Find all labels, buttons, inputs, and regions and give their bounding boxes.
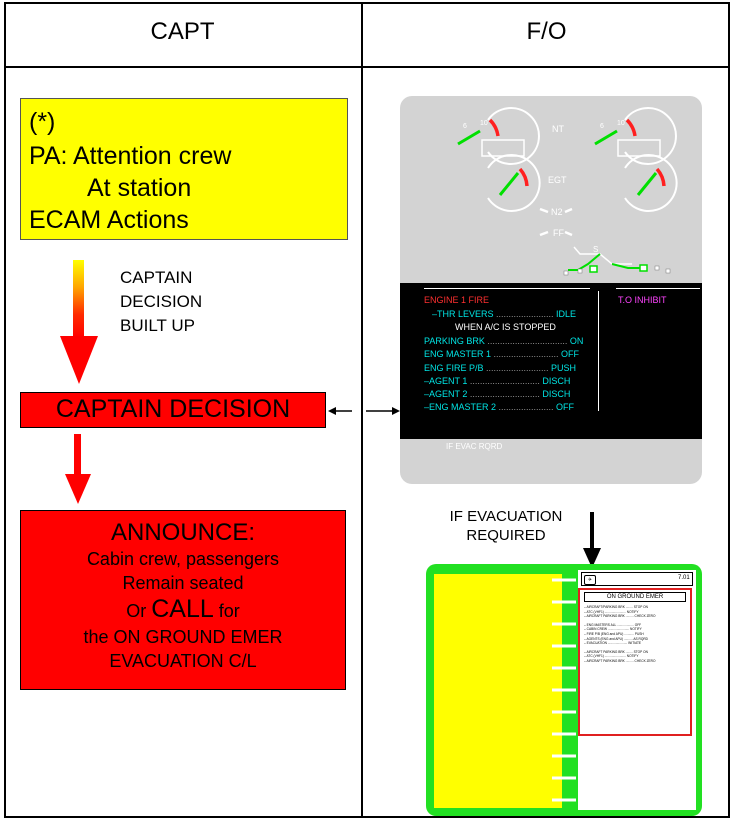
gauge-label-s: S <box>593 245 599 254</box>
memo-line-station: At station <box>87 174 192 202</box>
decision-buildup-note: CAPTAIN DECISION BUILT UP <box>120 266 202 338</box>
announce-or: Or <box>126 601 147 621</box>
qrh-checklist-title: ON GROUND EMER <box>584 592 686 602</box>
ecam-divider <box>598 291 599 411</box>
ecam-line-thr: –THR LEVERS ....................... IDLE <box>432 309 577 319</box>
capt-column-header: CAPT <box>150 18 215 45</box>
table-frame <box>4 2 730 818</box>
svg-text:6: 6 <box>600 123 604 130</box>
captain-decision-label: CAPTAIN DECISION <box>55 395 291 423</box>
memo-line-star: (*) <box>29 108 56 136</box>
qrh-page-ref: 7.01 <box>678 575 690 581</box>
decision-note-line3: BUILT UP <box>120 316 195 335</box>
qrh-logo-icon: ✈ <box>584 575 596 585</box>
memo-box: (*) PA: Attention crew At station ECAM A… <box>20 98 348 240</box>
link-double-arrow <box>328 407 400 415</box>
evacuation-arrow <box>583 512 601 568</box>
evacuation-note-line1: IF EVACUATION <box>449 508 563 525</box>
ecam-warning-display: ENGINE 1 FIRE T.O INHIBIT –THR LEVERS ..… <box>400 283 702 439</box>
ecam-footer-evac: IF EVAC RQRD <box>446 442 503 451</box>
qrh-rings <box>552 578 576 802</box>
ecam-line-when-stopped: WHEN A/C IS STOPPED <box>455 322 556 332</box>
gauge-label-egt: EGT <box>548 175 567 185</box>
ecam-warning-title: ENGINE 1 FIRE <box>424 295 490 305</box>
evacuation-note-line2: REQUIRED <box>466 527 546 544</box>
announce-call: CALL <box>151 595 214 623</box>
ecam-inhibit-memo: T.O INHIBIT <box>618 295 667 305</box>
announce-line1: Cabin crew, passengers <box>86 549 280 569</box>
qrh-checklist-items: – AIRCRAFT/PARKING BRK ........ STOP ON … <box>584 605 656 663</box>
announce-line5: EVACUATION C/L <box>109 651 257 671</box>
evacuation-note: IF EVACUATION REQUIRED <box>436 507 576 545</box>
announce-arrow <box>65 434 91 504</box>
header-divider <box>4 66 730 68</box>
announce-for: for <box>218 601 240 621</box>
captain-decision-box: CAPTAIN DECISION <box>20 392 326 428</box>
column-divider <box>361 2 363 818</box>
engine-gauges: 6 10 6 10 <box>457 107 678 276</box>
ecam-line-parking: PARKING BRK ............................… <box>424 336 584 346</box>
memo-line-pa: PA: Attention crew <box>29 142 232 170</box>
qrh-page-header: ✈ 7.01 <box>581 572 693 586</box>
ecam-line-master1: ENG MASTER 1 .......................... … <box>424 349 580 359</box>
announce-line2: Remain seated <box>122 573 244 593</box>
announce-line3: Or CALL for <box>21 595 345 625</box>
decision-buildup-arrow <box>60 260 98 384</box>
announce-line4: the ON GROUND EMER <box>83 627 283 647</box>
decision-note-line1: CAPTAIN <box>120 268 193 287</box>
svg-text:6: 6 <box>463 123 467 130</box>
gauge-label-ff: FF <box>553 228 564 238</box>
fo-column-header: F/O <box>526 18 567 45</box>
decision-note-line2: DECISION <box>120 292 203 311</box>
ecam-line-agent2: –AGENT 2 ............................ DI… <box>424 389 571 399</box>
memo-line-ecam: ECAM Actions <box>29 206 189 234</box>
announce-box: ANNOUNCE: Cabin crew, passengers Remain … <box>20 510 346 690</box>
qrh-emer-checklist: ON GROUND EMER – AIRCRAFT/PARKING BRK ..… <box>578 588 692 736</box>
svg-text:10: 10 <box>480 120 488 127</box>
ecam-line-firepb: ENG FIRE P/B ......................... P… <box>424 363 577 373</box>
ecam-line-master2: –ENG MASTER 2 ...................... OFF <box>424 402 575 412</box>
gauge-label-n2: N2 <box>551 207 563 217</box>
qrh-binder: ✈ 7.01 ON GROUND EMER – AIRCRAFT/PARKING… <box>426 564 702 816</box>
svg-text:10: 10 <box>617 120 625 127</box>
gauge-label-nt: NT <box>552 124 564 134</box>
qrh-yellow-page <box>434 574 562 808</box>
announce-title: ANNOUNCE: <box>110 519 255 546</box>
ecam-line-agent1: –AGENT 1 ............................ DI… <box>424 376 571 386</box>
